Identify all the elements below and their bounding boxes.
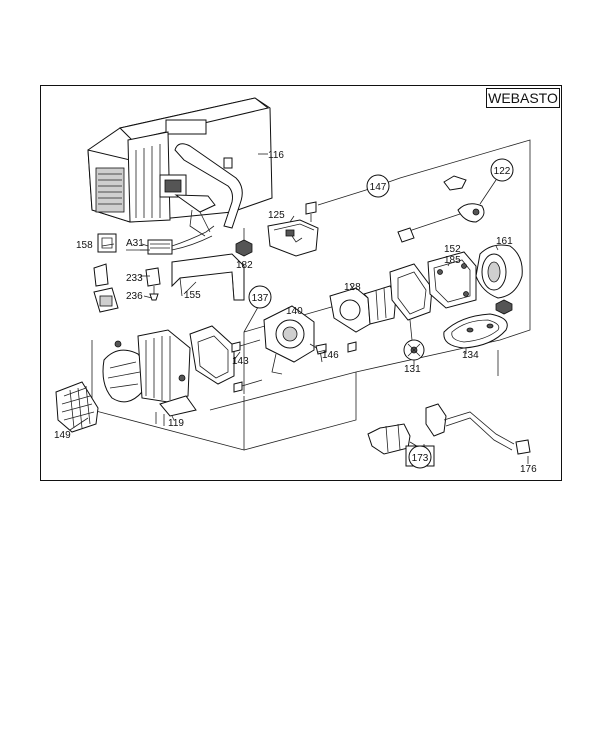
cover-155 [171,253,245,301]
label-119: 119 [168,418,184,429]
label-182: 182 [236,260,253,271]
gasket [189,325,235,385]
control-unit-125 [267,219,319,257]
sensor-122 [397,175,497,243]
label-143: 143 [232,356,249,367]
gasket-134 [443,313,508,376]
label-a31: A31 [126,238,144,249]
svg-text:137: 137 [252,293,269,304]
fuel-pump-173 [367,403,531,464]
label-128: 128 [344,282,361,293]
label-185: 185 [444,255,461,266]
diagram-frame [40,85,562,481]
svg-text:173: 173 [412,453,429,464]
callout-147: 147 [366,174,390,198]
label-125: 125 [268,210,285,221]
connector-233 [145,267,161,301]
burner-140 [263,305,327,375]
callout-137: 137 [248,285,272,309]
combustion-tube-128 [329,285,397,333]
brand-label: WEBASTO [486,88,560,108]
screw-146 [347,341,357,353]
nut-134 [495,299,513,315]
air-grille-149 [55,381,99,433]
heater-unit [87,97,273,237]
wiring-harness [140,225,215,255]
screws-143 [231,339,263,393]
label-116: 116 [268,150,284,161]
housing-161 [475,244,523,299]
fuse-holder-158 [93,233,119,313]
svg-text:147: 147 [370,182,387,193]
label-131: 131 [404,364,421,375]
label-158: 158 [76,240,93,251]
label-140: 140 [286,306,303,317]
screw-147 [305,189,367,222]
label-134: 134 [462,350,479,361]
exhaust-gasket [389,263,433,341]
blower-motor-119 [102,329,197,426]
heat-exchanger-152 [427,251,477,309]
label-155: 155 [184,290,201,301]
label-161: 161 [496,236,513,247]
nut-182 [235,228,253,257]
label-146: 146 [322,350,339,361]
label-236: 236 [126,291,143,302]
label-233: 233 [126,273,143,284]
svg-text:122: 122 [494,166,511,177]
flange-131 [403,339,425,361]
label-149: 149 [54,430,71,441]
callout-122: 122 [490,158,514,182]
label-176: 176 [520,464,537,475]
label-152: 152 [444,244,461,255]
callout-173: 173 [405,445,435,469]
